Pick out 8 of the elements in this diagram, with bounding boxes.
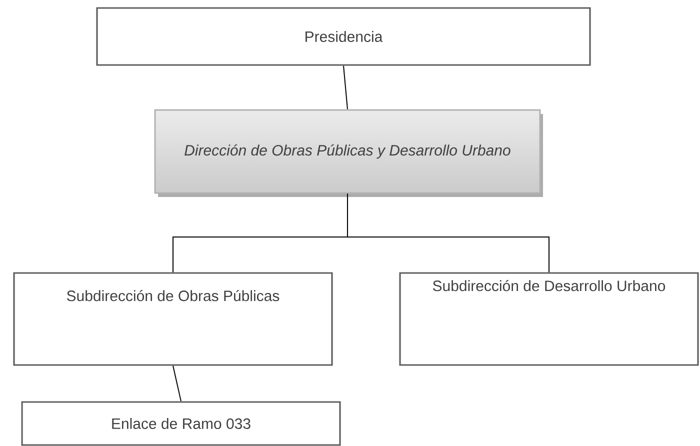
org-box: Enlace de Ramo 033 [21,401,341,446]
connector-line [347,193,550,273]
org-box: Presidencia [96,7,591,66]
connector-line [172,365,182,402]
org-box: Subdirección de Obras Públicas [13,272,333,366]
org-box: Subdirección de Desarrollo Urbano [399,272,699,366]
org-box: Dirección de Obras Públicas y Desarrollo Urbano [154,109,543,197]
connector-line [343,65,348,110]
